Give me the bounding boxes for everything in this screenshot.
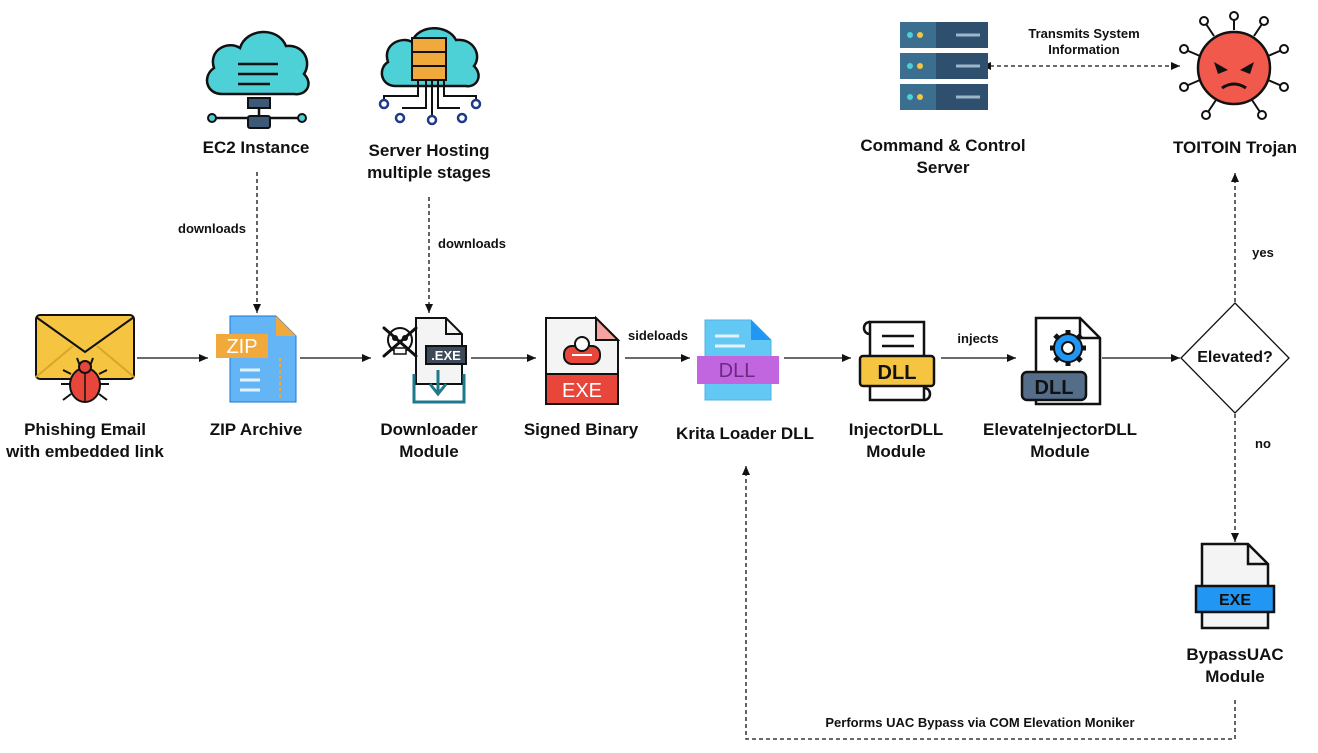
signed-exe-icon: EXE bbox=[545, 315, 621, 405]
virus-trojan-icon bbox=[1179, 11, 1289, 120]
phishing-email-label: Phishing Email with embedded link bbox=[0, 419, 170, 463]
c2-server-label-line2: Server bbox=[916, 158, 970, 177]
toitoin-node bbox=[1178, 10, 1290, 122]
skull-exe-download-icon: .EXE bbox=[382, 317, 467, 404]
elevate-injector-label: ElevateInjectorDLL Module bbox=[970, 419, 1150, 463]
toitoin-label: TOITOIN Trojan bbox=[1150, 137, 1318, 159]
uac-bypass-label: Performs UAC Bypass via COM Elevation Mo… bbox=[800, 715, 1160, 731]
injector-label: InjectorDLL Module bbox=[826, 419, 966, 463]
sideloads-label: sideloads bbox=[622, 328, 694, 344]
c2-server-label-line1: Command & Control bbox=[860, 136, 1026, 155]
scroll-dll-icon: DLL bbox=[858, 320, 936, 402]
bypassuac-label: BypassUAC Module bbox=[1160, 644, 1310, 688]
zip-archive-node: ZIP bbox=[214, 314, 300, 404]
gear-dll-icon: DLL bbox=[1020, 316, 1102, 406]
server-hosting-label-line2: multiple stages bbox=[367, 163, 491, 182]
yes-label: yes bbox=[1246, 245, 1280, 261]
elevate-injector-label-line2: Module bbox=[1030, 442, 1090, 461]
signed-binary-icon-text: EXE bbox=[562, 380, 602, 402]
server-hosting-label: Server Hosting multiple stages bbox=[344, 140, 514, 184]
downloader-node: .EXE bbox=[380, 316, 470, 408]
zip-archive-label: ZIP Archive bbox=[186, 419, 326, 441]
ec2-instance-node bbox=[200, 22, 315, 130]
phishing-email-node bbox=[35, 314, 135, 404]
exe-file-icon: EXE bbox=[1194, 542, 1276, 630]
c2-server-label: Command & Control Server bbox=[843, 135, 1043, 179]
ec2-instance-label: EC2 Instance bbox=[186, 137, 326, 159]
server-rack-icon bbox=[900, 22, 988, 110]
downloader-icon-text: .EXE bbox=[431, 348, 461, 363]
injector-label-line1: InjectorDLL bbox=[848, 420, 944, 439]
envelope-bug-icon bbox=[35, 314, 135, 403]
zip-file-icon: ZIP bbox=[216, 315, 297, 403]
decision-diamond-shape bbox=[1180, 302, 1290, 414]
injector-icon-text: DLL bbox=[878, 362, 917, 384]
downloader-label: Downloader Module bbox=[359, 419, 499, 463]
zip-archive-label-text: ZIP Archive bbox=[209, 420, 303, 439]
elevate-injector-icon-text: DLL bbox=[1035, 377, 1074, 399]
phishing-email-label-line1: Phishing Email bbox=[24, 420, 146, 439]
server-hosting-label-line1: Server Hosting bbox=[368, 141, 490, 160]
signed-binary-label: Signed Binary bbox=[506, 419, 656, 441]
ec2-downloads-label: downloads bbox=[172, 221, 252, 237]
toitoin-label-text: TOITOIN Trojan bbox=[1172, 138, 1298, 157]
krita-loader-node: DLL bbox=[697, 318, 779, 402]
ec2-instance-label-text: EC2 Instance bbox=[202, 138, 310, 157]
dll-file-icon: DLL bbox=[697, 319, 779, 401]
no-label: no bbox=[1249, 436, 1277, 452]
injects-label: injects bbox=[950, 331, 1006, 347]
krita-loader-label-text: Krita Loader DLL bbox=[676, 424, 814, 443]
bypassuac-label-line1: BypassUAC bbox=[1186, 645, 1284, 664]
cloud-server-icon bbox=[378, 27, 482, 126]
krita-icon-text: DLL bbox=[719, 360, 756, 382]
zip-icon-text: ZIP bbox=[226, 336, 257, 358]
injector-node: DLL bbox=[858, 318, 938, 404]
bypassuac-icon-text: EXE bbox=[1219, 592, 1251, 609]
signed-binary-label-text: Signed Binary bbox=[523, 420, 639, 439]
signed-binary-node: EXE bbox=[544, 315, 621, 406]
elevate-injector-label-line1: ElevateInjectorDLL bbox=[983, 420, 1137, 439]
c2-server-node bbox=[900, 22, 988, 110]
downloader-label-line1: Downloader bbox=[380, 420, 478, 439]
bypassuac-node: EXE bbox=[1194, 542, 1276, 630]
injector-label-line2: Module bbox=[866, 442, 926, 461]
phishing-email-label-line2: with embedded link bbox=[6, 442, 164, 461]
elevate-injector-node: DLL bbox=[1020, 316, 1102, 406]
server-downloads-label: downloads bbox=[432, 236, 512, 252]
downloader-label-line2: Module bbox=[399, 442, 459, 461]
transmits-label-line1: Transmits System bbox=[1028, 26, 1140, 41]
krita-loader-label: Krita Loader DLL bbox=[660, 423, 830, 445]
edge-bypass-to-krita bbox=[742, 466, 1236, 740]
transmits-label: Transmits System Information bbox=[1018, 26, 1150, 58]
elevated-decision: Elevated? bbox=[1180, 302, 1290, 414]
cloud-network-icon bbox=[205, 30, 310, 129]
server-hosting-node bbox=[376, 20, 482, 130]
bypassuac-label-line2: Module bbox=[1205, 667, 1265, 686]
transmits-label-line2: Information bbox=[1048, 42, 1120, 57]
elevated-decision-label: Elevated? bbox=[1197, 349, 1273, 366]
